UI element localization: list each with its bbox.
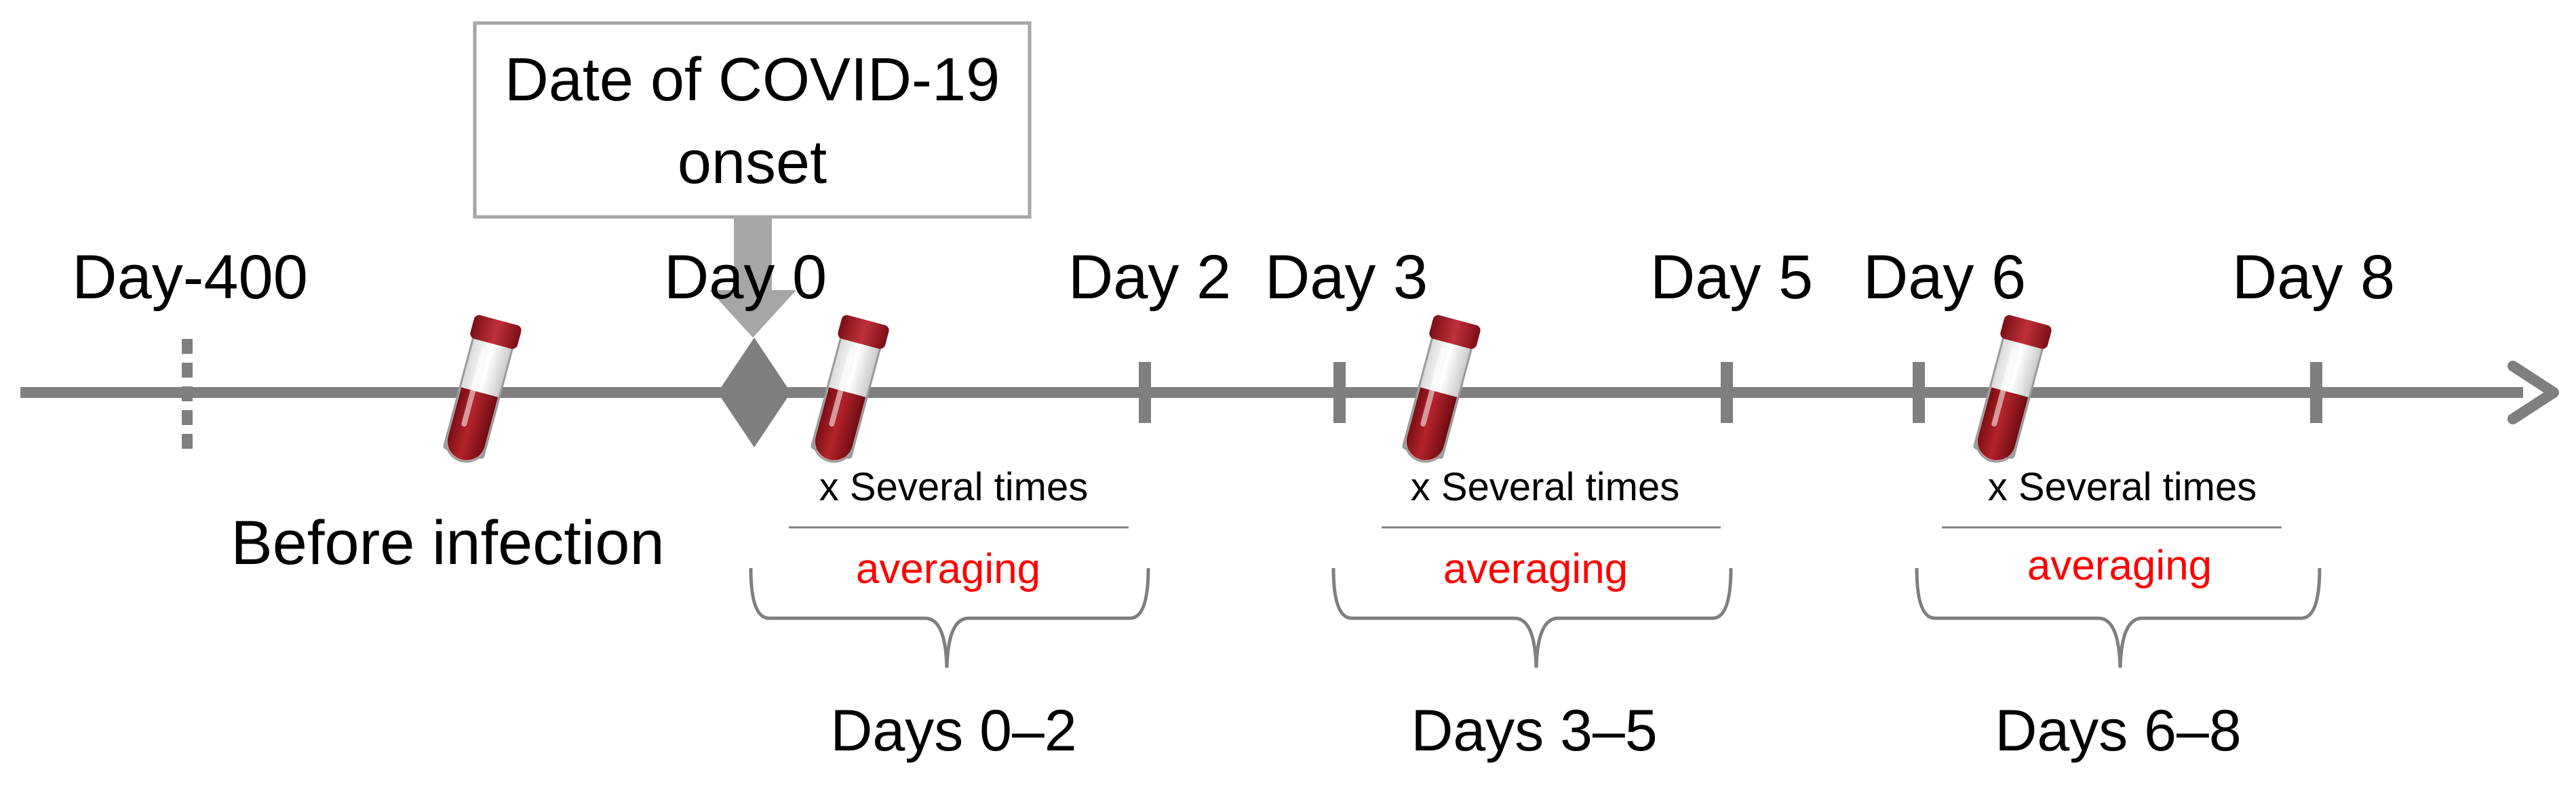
- label-day0: Day 0: [664, 243, 827, 312]
- averaging-label: averaging: [1443, 546, 1628, 592]
- tick-day8: [2310, 362, 2322, 423]
- onset-arrow-icon: [709, 217, 796, 338]
- several-times-label: x Several times: [1411, 465, 1679, 509]
- brace-icon: [1915, 567, 2322, 668]
- tick-day2: [1139, 362, 1151, 423]
- several-times-label: x Several times: [1988, 465, 2257, 509]
- brace-icon: [749, 567, 1150, 668]
- range-label: Days 3–5: [1411, 698, 1657, 763]
- range-label: Days 6–8: [1995, 698, 2241, 763]
- tick-day6: [1913, 362, 1925, 423]
- averaging-label: averaging: [856, 546, 1040, 592]
- tick-day5: [1721, 362, 1733, 423]
- label-day5: Day 5: [1650, 243, 1813, 312]
- before-infection-label: Before infection: [231, 508, 664, 578]
- label-day-minus-400: Day-400: [72, 243, 308, 312]
- averaging-label: averaging: [2027, 542, 2212, 589]
- group-days-0-2: x Several times averaging Days 0–2: [749, 465, 1150, 763]
- tick-day3: [1333, 362, 1346, 423]
- dotted-marker-icon: [182, 339, 193, 449]
- timeline-ticks: [1139, 362, 2322, 423]
- brace-icon: [1331, 567, 1733, 668]
- onset-callout-box: [473, 21, 1032, 219]
- diamond-icon: [718, 338, 791, 447]
- several-times-label: x Several times: [819, 465, 1088, 509]
- group-days-3-5: x Several times averaging Days 3–5: [1331, 465, 1733, 763]
- label-day6: Day 6: [1863, 243, 2026, 312]
- callout-line2: onset: [678, 129, 827, 197]
- label-day3: Day 3: [1265, 243, 1428, 312]
- group-days-6-8: x Several times averaging Days 6–8: [1915, 465, 2322, 763]
- range-label: Days 0–2: [830, 698, 1076, 763]
- arrow-right-icon: [2507, 361, 2559, 424]
- callout-line1: Date of COVID-19: [505, 46, 1000, 114]
- label-day2: Day 2: [1068, 243, 1231, 312]
- label-day8: Day 8: [2232, 243, 2395, 312]
